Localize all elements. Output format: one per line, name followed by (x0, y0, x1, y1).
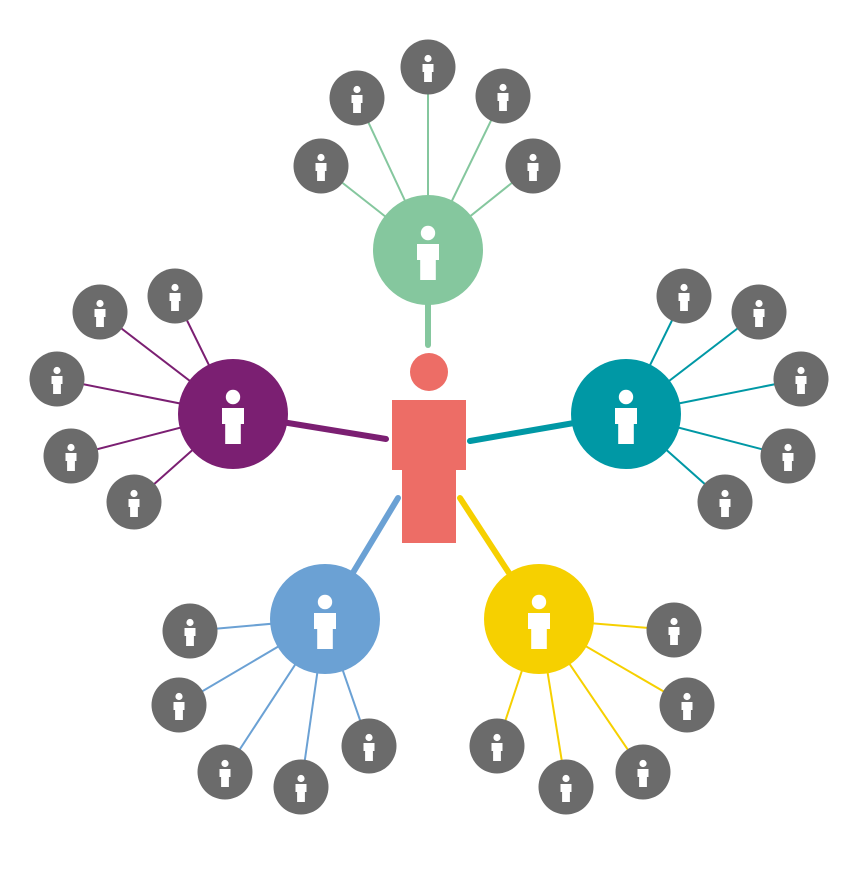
person-icon (184, 618, 196, 646)
hub-blue-leaf-2 (151, 677, 207, 733)
person-icon (681, 692, 693, 720)
hub-green-leaf-4 (475, 68, 531, 124)
person-icon (65, 443, 77, 471)
center-person-icon (392, 353, 466, 543)
person-icon (363, 733, 375, 761)
person-icon (422, 54, 434, 82)
hub-green-leaf-1 (293, 138, 349, 194)
hub-purple-leaf-1 (147, 268, 203, 324)
person-icon (491, 733, 503, 761)
hub-yellow-leaf-4 (538, 759, 594, 815)
person-icon (637, 759, 649, 787)
hub-blue-leaf-4 (273, 759, 329, 815)
hub-purple-leaf-2 (72, 284, 128, 340)
person-icon (668, 617, 680, 645)
person-icon (169, 283, 181, 311)
hub-purple-leaf-5 (106, 474, 162, 530)
person-icon (313, 594, 336, 649)
hub-teal-leaf-3 (773, 351, 829, 407)
hub-blue-leaf-5 (341, 718, 397, 774)
hub-teal (571, 359, 681, 469)
person-icon (222, 389, 244, 444)
hub-teal-leaf-2 (731, 284, 787, 340)
person-icon (719, 489, 731, 517)
person-icon (128, 489, 140, 517)
person-icon (795, 366, 807, 394)
person-icon (753, 299, 765, 327)
person-icon (527, 153, 539, 181)
person-icon (678, 283, 690, 311)
person-icon (295, 774, 307, 802)
center-head (410, 353, 448, 391)
hub-yellow-leaf-1 (646, 602, 702, 658)
hub-teal-leaf-1 (656, 268, 712, 324)
hub-yellow-leaf-5 (469, 718, 525, 774)
hub-green (373, 195, 483, 305)
hub-yellow (484, 564, 594, 674)
person-icon (528, 594, 550, 649)
person-icon (94, 299, 106, 327)
person-icon (315, 153, 327, 181)
hub-teal-leaf-5 (697, 474, 753, 530)
center-body (392, 400, 466, 543)
hub-yellow-leaf-3 (615, 744, 671, 800)
person-icon (782, 443, 794, 471)
person-icon (351, 85, 363, 113)
person-icon (173, 692, 185, 720)
person-icon (416, 225, 439, 280)
nodes (29, 39, 829, 815)
person-icon (219, 759, 231, 787)
hub-green-leaf-5 (505, 138, 561, 194)
hub-purple-leaf-3 (29, 351, 85, 407)
hub-green-leaf-2 (329, 70, 385, 126)
person-icon (51, 366, 63, 394)
hub-blue-leaf-3 (197, 744, 253, 800)
hub-blue (270, 564, 380, 674)
hub-green-leaf-3 (400, 39, 456, 95)
person-icon (497, 83, 509, 111)
hub-purple-leaf-4 (43, 428, 99, 484)
hub-purple (178, 359, 288, 469)
hub-teal-leaf-4 (760, 428, 816, 484)
person-icon (615, 389, 637, 444)
hub-yellow-leaf-2 (659, 677, 715, 733)
hub-blue-leaf-1 (162, 603, 218, 659)
person-icon (560, 774, 572, 802)
